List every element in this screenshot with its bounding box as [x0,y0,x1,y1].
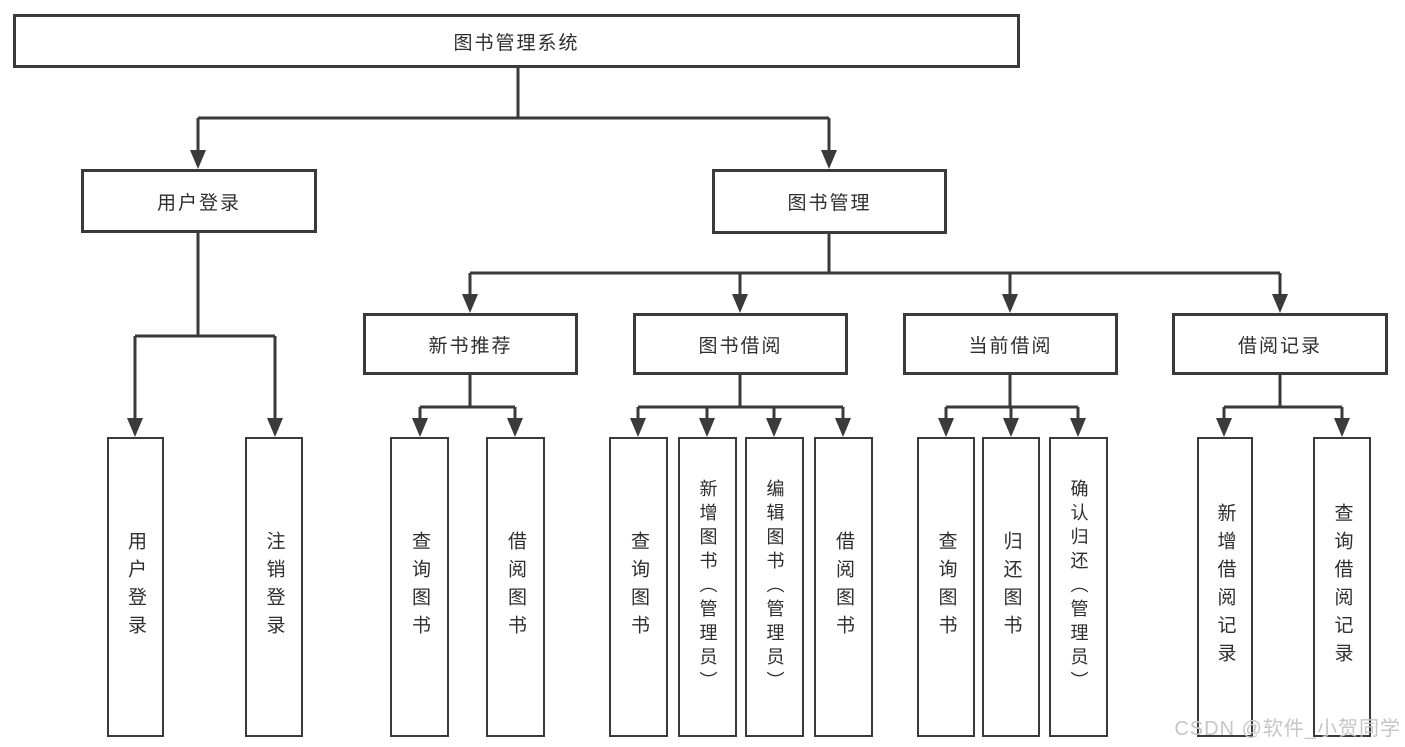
leaf-user-login: 用户登录 [107,437,164,737]
node-book-borrowing: 图书借阅 [633,313,848,375]
leaf-borrow-edit-books-admin: 编辑图书（管理员） [745,437,804,737]
node-label: 当前借阅 [968,335,1053,357]
arrowhead-icon [1216,418,1232,437]
arrowhead-icon [267,418,283,437]
node-label: 确认归还（管理员） [1068,479,1089,695]
node-new-book-recommend: 新书推荐 [363,313,578,375]
node-label: 新增图书（管理员） [697,479,718,695]
node-label: 注销登录 [263,531,285,643]
arrowheads [127,150,1350,437]
leaf-logout: 注销登录 [245,437,303,737]
leaf-records-query-record: 查询借阅记录 [1313,437,1371,737]
leaf-newbook-borrow-books: 借阅图书 [486,437,545,737]
leaf-newbook-query-books: 查询图书 [390,437,449,737]
arrowhead-icon [835,418,851,437]
node-label: 图书管理 [787,193,872,214]
arrowhead-icon [1272,294,1288,313]
node-label: 图书借阅 [698,335,783,357]
node-book-management: 图书管理 [712,169,947,234]
arrowhead-icon [630,418,646,437]
leaf-borrow-borrow-books: 借阅图书 [814,437,873,737]
node-label: 新增借阅记录 [1214,503,1236,671]
arrowhead-icon [507,418,523,437]
node-label: 用户登录 [125,531,146,643]
node-label: 用户登录 [156,192,241,214]
arrowhead-icon [938,418,954,437]
node-label: 查询图书 [628,531,649,643]
arrowhead-icon [1334,418,1350,437]
leaf-current-return-books: 归还图书 [982,437,1040,737]
node-user-login-group: 用户登录 [81,169,317,233]
node-label: 借阅图书 [833,531,854,643]
arrowhead-icon [732,294,748,313]
node-label: 借阅图书 [505,531,526,643]
node-label: 借阅记录 [1237,335,1322,357]
arrowhead-icon [462,294,478,313]
node-label: 查询借阅记录 [1331,503,1353,671]
node-label: 查询图书 [409,531,430,643]
node-label: 编辑图书（管理员） [764,479,785,695]
leaf-records-add-record: 新增借阅记录 [1197,437,1253,737]
arrowhead-icon [127,418,143,437]
arrowhead-icon [699,418,715,437]
node-label: 图书管理系统 [453,32,580,54]
node-root-system: 图书管理系统 [13,14,1020,68]
csdn-watermark: CSDN @软件_小贺同学 [1174,718,1401,740]
arrowhead-icon [412,418,428,437]
arrowhead-icon [821,150,837,169]
leaf-current-query-books: 查询图书 [917,437,975,737]
leaf-borrow-query-books: 查询图书 [609,437,668,737]
arrowhead-icon [1070,418,1086,437]
leaf-current-confirm-return-admin: 确认归还（管理员） [1049,437,1108,737]
arrowhead-icon [1003,418,1019,437]
node-label: 归还图书 [1000,531,1022,643]
arrowhead-icon [1002,294,1018,313]
leaf-borrow-add-books-admin: 新增图书（管理员） [678,437,737,737]
arrowhead-icon [766,418,782,437]
node-label: 查询图书 [935,531,957,643]
connector-strokes [133,68,1344,420]
node-borrowing-records: 借阅记录 [1172,313,1388,375]
node-label: 新书推荐 [428,335,513,357]
arrowhead-icon [190,150,206,169]
node-current-borrowing: 当前借阅 [903,313,1118,375]
